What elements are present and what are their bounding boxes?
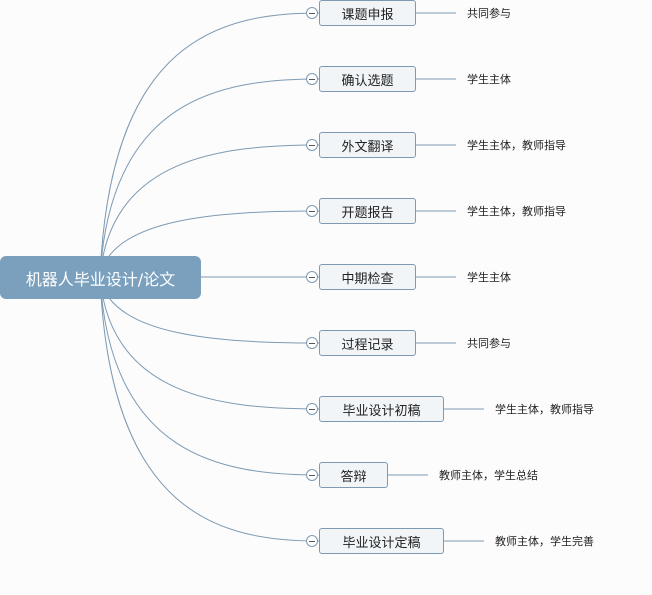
branch-8-label: 答辩 [340, 469, 367, 485]
branch-7-connector [99, 276, 320, 410]
branch-6-topic[interactable]: 过程记录 [319, 330, 416, 356]
branch-1-connector [99, 12, 320, 278]
branch-9-collapse-icon[interactable] [306, 535, 318, 547]
branch-9-connector [99, 276, 320, 542]
branch-2-label: 确认选题 [341, 73, 394, 89]
branch-5-note[interactable]: 学生主体 [467, 271, 511, 284]
branch-8-note[interactable]: 教师主体，学生总结 [439, 469, 538, 482]
branch-4-label: 开题报告 [341, 205, 394, 221]
branch-1-label: 课题申报 [341, 7, 394, 23]
branch-3-topic[interactable]: 外文翻译 [319, 132, 416, 158]
branch-2-connector [99, 78, 320, 278]
branch-4-topic[interactable]: 开题报告 [319, 198, 416, 224]
branch-6-note[interactable]: 共同参与 [467, 337, 511, 350]
branch-1-collapse-icon[interactable] [306, 7, 318, 19]
branch-1-topic[interactable]: 课题申报 [319, 0, 416, 26]
branch-4-note[interactable]: 学生主体，教师指导 [467, 205, 566, 218]
branch-9-topic[interactable]: 毕业设计定稿 [319, 528, 444, 554]
branch-2-topic[interactable]: 确认选题 [319, 66, 416, 92]
branch-4-collapse-icon[interactable] [306, 205, 318, 217]
branch-3-collapse-icon[interactable] [306, 139, 318, 151]
branch-8-collapse-icon[interactable] [306, 469, 318, 481]
branch-7-topic[interactable]: 毕业设计初稿 [319, 396, 444, 422]
branch-8-connector [99, 276, 320, 476]
branch-9-note[interactable]: 教师主体，学生完善 [495, 535, 594, 548]
branch-2-collapse-icon[interactable] [306, 73, 318, 85]
branch-5-topic[interactable]: 中期检查 [319, 264, 416, 290]
central-topic-label: 机器人毕业设计/论文 [25, 269, 176, 289]
branch-5-label: 中期检查 [341, 271, 394, 287]
branch-2-note[interactable]: 学生主体 [467, 73, 511, 86]
branch-9-label: 毕业设计定稿 [342, 535, 421, 551]
central-topic[interactable]: 机器人毕业设计/论文 [0, 256, 201, 299]
branch-6-label: 过程记录 [341, 337, 394, 353]
branch-3-note[interactable]: 学生主体，教师指导 [467, 139, 566, 152]
branch-3-connector [99, 144, 320, 278]
branch-1-note[interactable]: 共同参与 [467, 7, 511, 20]
branch-7-label: 毕业设计初稿 [342, 403, 421, 419]
branch-5-collapse-icon[interactable] [306, 271, 318, 283]
branch-7-note[interactable]: 学生主体，教师指导 [495, 403, 594, 416]
branch-8-topic[interactable]: 答辩 [319, 462, 388, 488]
branch-7-collapse-icon[interactable] [306, 403, 318, 415]
branch-6-collapse-icon[interactable] [306, 337, 318, 349]
branch-3-label: 外文翻译 [341, 139, 394, 155]
